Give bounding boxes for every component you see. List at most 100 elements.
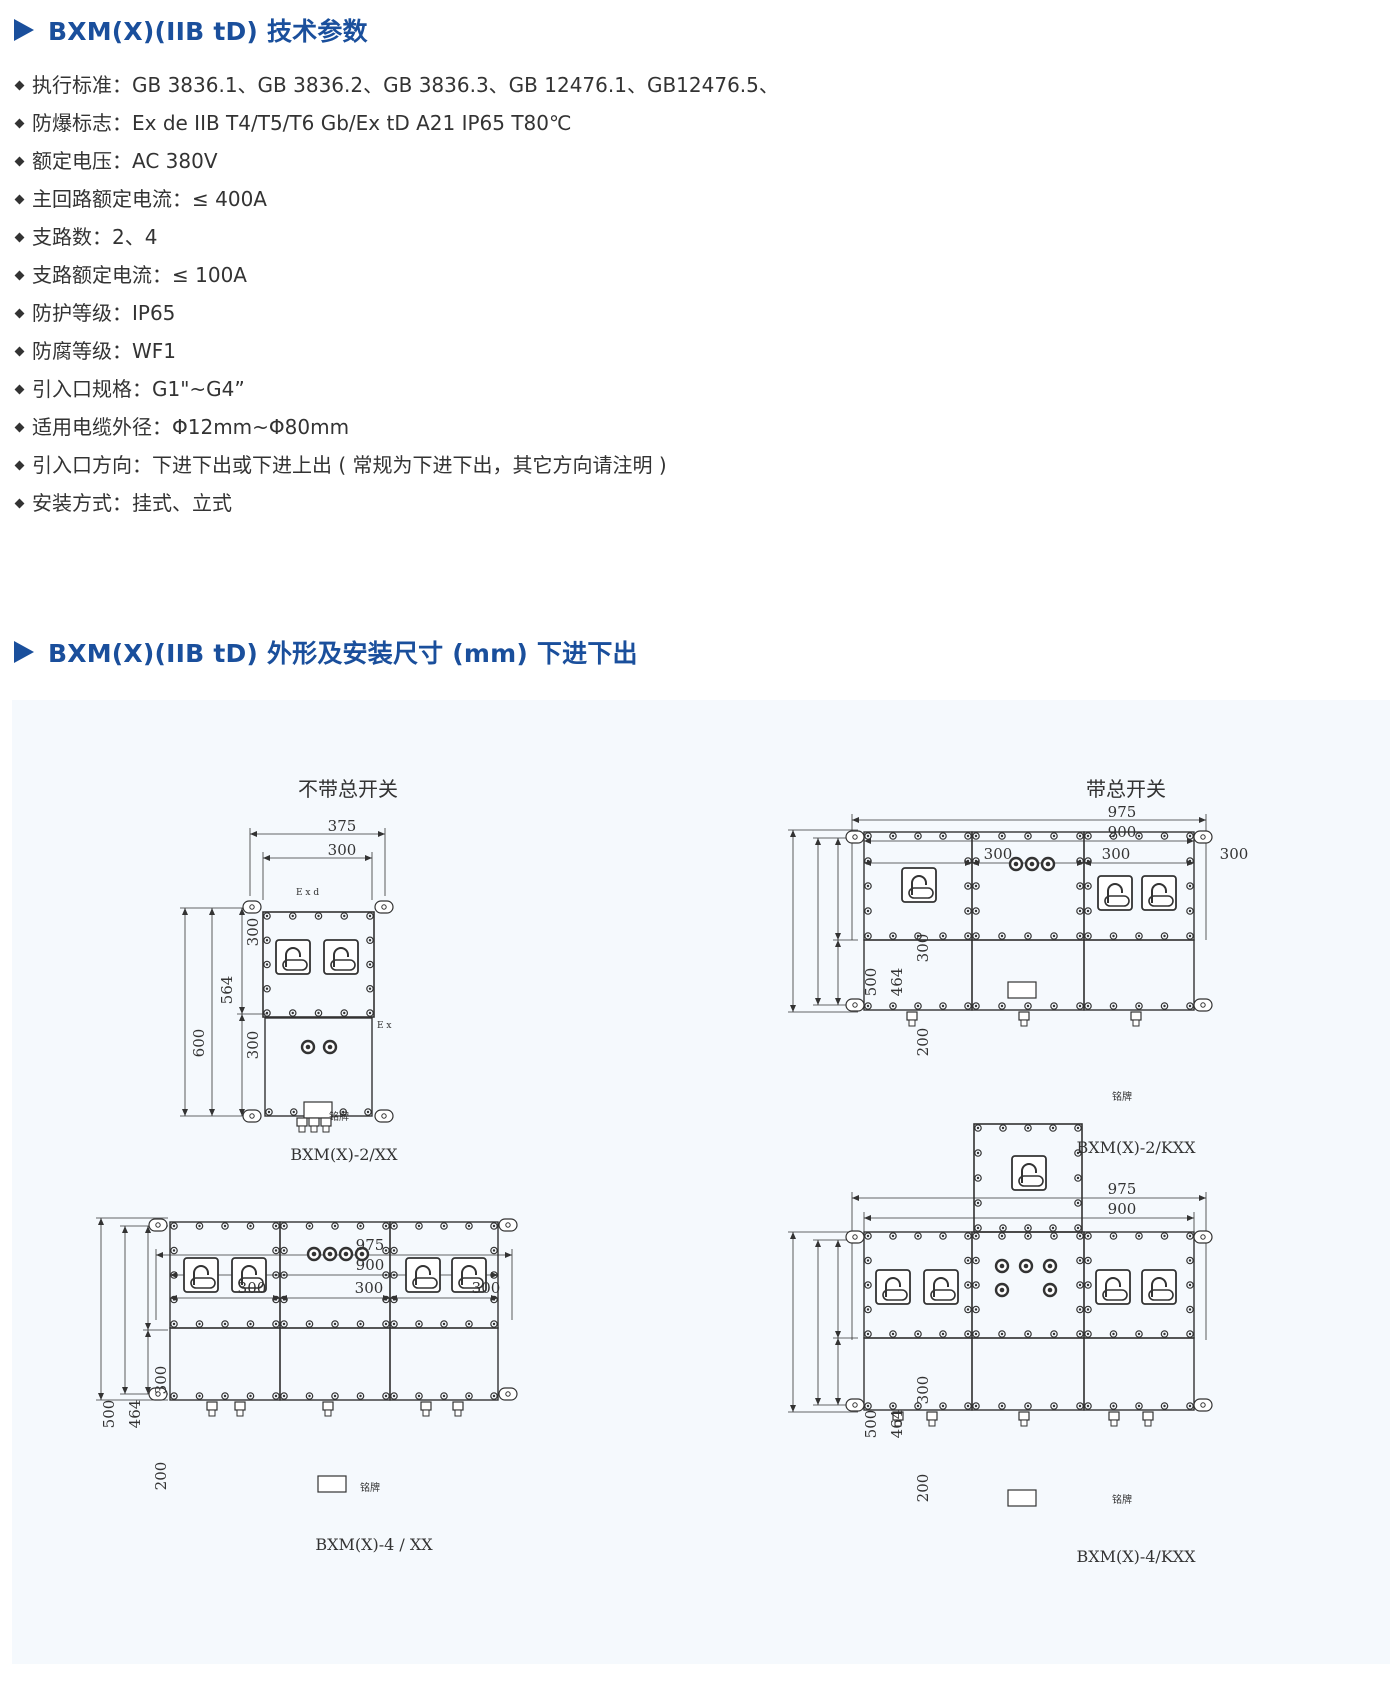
switch-handle-icon [1102, 1289, 1128, 1301]
enclosure-box [262, 911, 375, 1018]
bolt-icon [941, 934, 945, 938]
bolt-icon [392, 1224, 396, 1228]
bolt-icon [1084, 1281, 1092, 1289]
bolt-icon [1078, 859, 1082, 863]
bolt-icon [974, 1004, 978, 1008]
bolt-icon [1086, 1234, 1090, 1238]
bolt-icon [280, 1246, 288, 1255]
cable-gland-icon [1108, 1411, 1120, 1421]
dim-label: 300 [244, 1031, 262, 1060]
diamond-bullet-icon [14, 498, 25, 508]
bolt-icon [492, 1224, 496, 1228]
bolt-icon [1112, 1404, 1115, 1408]
bolt-icon [1109, 1402, 1118, 1410]
bolt-icon [866, 909, 870, 913]
dim-label: 300 [355, 1279, 384, 1297]
bolt-icon [966, 1332, 970, 1336]
bolt-icon [490, 1392, 498, 1400]
arrowhead [835, 940, 841, 1005]
bolt-icon [305, 1392, 314, 1400]
switch-handle-icon [930, 1289, 956, 1301]
cable-gland-icon [452, 1401, 464, 1411]
cable-gland-icon [1020, 1019, 1028, 1027]
bolt-icon [1084, 857, 1092, 865]
bolt-icon [1000, 1234, 1004, 1238]
bolt-icon [964, 1402, 972, 1410]
bolt-icon [490, 1295, 498, 1304]
bolt-icon [198, 1224, 201, 1228]
bolt-icon [1109, 1330, 1118, 1338]
bolt-icon [941, 1234, 945, 1238]
bolt-icon [195, 1222, 204, 1230]
bolt-icon [974, 1259, 978, 1262]
bolt-icon [415, 1222, 423, 1230]
bolt-icon [1076, 1151, 1080, 1155]
bolt-icon [265, 963, 269, 966]
bolt-icon [364, 1108, 372, 1116]
cable-gland-icon [322, 1125, 330, 1133]
bolt-icon [249, 1224, 252, 1228]
bolt-icon [172, 1394, 176, 1398]
bolt-icon [1076, 1232, 1084, 1240]
bolt-icon [1001, 1126, 1005, 1130]
bolt-icon [490, 1222, 498, 1230]
bolt-icon [964, 1281, 972, 1289]
bolt-icon [866, 1283, 870, 1287]
bolt-icon [1163, 1404, 1166, 1408]
mounting-tab-icon [148, 1218, 168, 1232]
bolt-icon [1050, 1402, 1058, 1410]
cable-gland-icon [296, 1117, 308, 1127]
bolt-icon [170, 1271, 178, 1279]
mounting-tab-icon [845, 830, 865, 844]
bolt-icon [864, 1232, 872, 1240]
switch-handle-icon [885, 1277, 901, 1297]
switch-handle-icon [923, 1269, 959, 1305]
bolt-icon [172, 1322, 176, 1326]
bolt-icon [972, 857, 980, 865]
bolt-icon [1076, 1176, 1080, 1180]
bolt-icon [972, 1330, 980, 1338]
mounting-tab-icon [1200, 1234, 1206, 1240]
bolt-icon [384, 1224, 388, 1228]
mounting-tab-icon [505, 1391, 511, 1397]
bolt-icon [1163, 834, 1166, 838]
bolt-icon [1163, 1332, 1166, 1336]
bolt-icon [1137, 1332, 1141, 1336]
mounting-tab-icon [1200, 1002, 1206, 1008]
dim-label: 300 [152, 1366, 170, 1395]
mounting-tab-icon [1193, 830, 1213, 844]
bolt-icon [864, 857, 872, 865]
bolt-icon [964, 1305, 972, 1314]
bolt-icon [265, 987, 269, 990]
bolt-icon [366, 960, 374, 969]
bolt-icon [1112, 934, 1115, 938]
bolt-icon [1086, 859, 1090, 863]
bolt-icon [440, 1222, 448, 1230]
arrowhead [835, 1338, 841, 1405]
diamond-bullet-icon [14, 308, 25, 318]
bolt-icon [263, 912, 271, 920]
bolt-icon [314, 912, 323, 920]
bolt-icon [272, 1246, 280, 1255]
indicator-lamp-icon [359, 1251, 365, 1257]
mounting-tab-icon [1193, 1398, 1213, 1412]
bolt-icon [966, 1259, 970, 1262]
bolt-icon [1137, 934, 1141, 938]
bolt-icon [1026, 834, 1030, 838]
bolt-icon [366, 1110, 370, 1114]
bolt-icon [368, 987, 372, 990]
bolt-icon [1026, 1226, 1030, 1230]
bolt-icon [866, 1308, 870, 1311]
switch-handle-icon [1151, 1277, 1167, 1297]
switch-handle-icon [1021, 1163, 1037, 1183]
switch-handle-icon [190, 1277, 216, 1289]
bolt-icon [1186, 857, 1194, 865]
bolt-icon [976, 1126, 980, 1130]
bolt-icon [939, 932, 947, 940]
bolt-icon [343, 1011, 346, 1015]
dim-label: 975 [1108, 803, 1137, 821]
bolt-icon [1188, 1332, 1192, 1336]
marking-label: E x [377, 1021, 392, 1031]
bolt-icon [1084, 1256, 1092, 1265]
bolt-icon [1163, 1004, 1166, 1008]
